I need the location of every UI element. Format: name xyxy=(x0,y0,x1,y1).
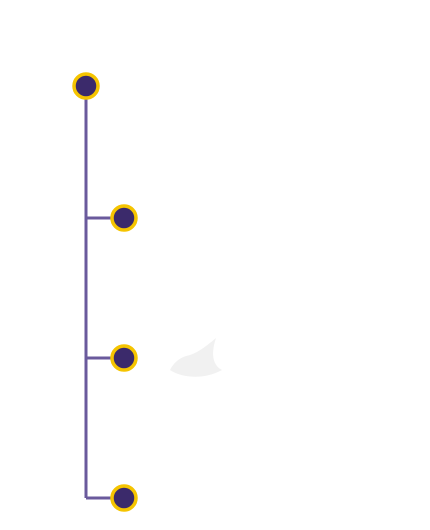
root-node xyxy=(72,72,100,100)
child-node-3 xyxy=(110,484,138,512)
child-node-2 xyxy=(110,344,138,372)
child-node-1 xyxy=(110,204,138,232)
faint-watermark-icon xyxy=(170,338,222,377)
